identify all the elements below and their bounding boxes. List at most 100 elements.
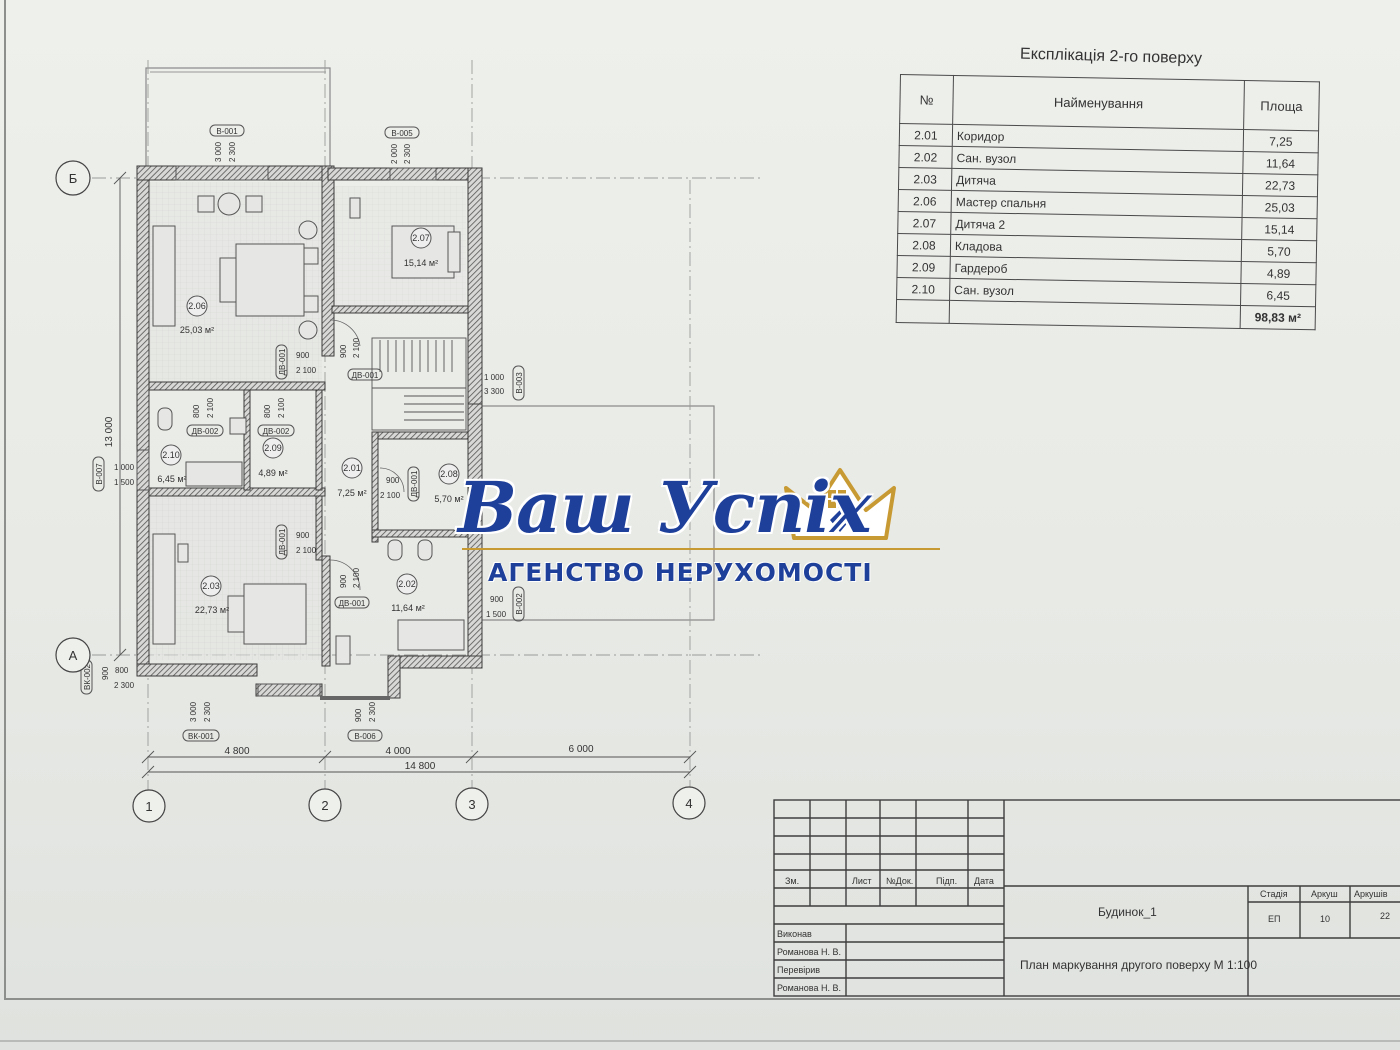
axis-b: Б (69, 171, 78, 186)
tag-db001c: ДВ-001 (278, 348, 287, 375)
room-203-area: 22,73 м² (195, 605, 229, 615)
tag-b007: В-007 (95, 463, 104, 485)
mark-800c: 800 (115, 666, 129, 675)
tb-podp: Підп. (936, 876, 957, 886)
mark-900f: 900 (490, 595, 504, 604)
tb-izm: Зм. (785, 876, 799, 886)
dim-1: 4 800 (224, 746, 249, 757)
room-202-area: 11,64 м² (391, 603, 425, 613)
row-num: 2.01 (899, 123, 953, 147)
watermark-tagline: АГЕНСТВО НЕРУХОМОСТІ (488, 558, 873, 587)
mark-2100b: 2 100 (352, 337, 361, 358)
mark-2100c: 2 100 (206, 397, 215, 418)
room-202-id: 2.02 (398, 579, 416, 589)
mark-900h: 900 (354, 708, 363, 722)
floor-plan: 2.06 25,03 м² 2.07 15,14 м² 2.10 6,45 м²… (55, 60, 760, 823)
mark-800a: 800 (192, 404, 201, 418)
tag-b002: В-002 (515, 593, 524, 615)
room-207-id: 2.07 (412, 233, 430, 243)
dim-3: 6 000 (568, 744, 593, 755)
tb-pereviryv: Перевірив (777, 965, 820, 975)
mark-3000b: 3 000 (189, 701, 198, 722)
tb-stadia: ЕП (1268, 914, 1280, 924)
tag-db001b: ДВ-001 (339, 599, 366, 608)
tb-person1: Романова Н. В. (777, 947, 841, 957)
mark-2300d: 2 300 (203, 701, 212, 722)
axis-1: 1 (145, 799, 152, 814)
furniture (152, 192, 465, 665)
room-206-id: 2.06 (188, 301, 206, 311)
axis-a: А (69, 648, 78, 663)
outer-border-bottom (0, 1040, 1400, 1042)
row-num: 2.03 (898, 167, 952, 191)
dimension-vertical (113, 171, 127, 662)
row-num: 2.06 (898, 189, 952, 213)
mark-2300a: 2 300 (228, 141, 237, 162)
dim-total: 14 800 (405, 761, 436, 772)
mark-900d: 900 (296, 531, 310, 540)
dim-height: 13 000 (104, 416, 115, 447)
tag-db002b: ДВ-002 (263, 427, 290, 436)
room-201-id: 2.01 (343, 463, 361, 473)
watermark-divider (462, 548, 940, 550)
tb-vykonav: Виконав (777, 929, 812, 939)
tb-person2: Романова Н. В. (777, 983, 841, 993)
tag-b003: В-003 (515, 372, 524, 394)
room-203-id: 2.03 (202, 581, 220, 591)
header-area: Площа (1243, 80, 1320, 131)
room-210-id: 2.10 (162, 450, 180, 460)
mark-900b: 900 (339, 344, 348, 358)
row-area: 15,14 (1241, 217, 1318, 241)
tb-arkush: 10 (1320, 914, 1330, 924)
room-207-area: 15,14 м² (404, 258, 438, 268)
total-area: 98,83 м² (1240, 305, 1316, 330)
mark-2100e: 2 100 (380, 491, 401, 500)
tag-b006: В-006 (354, 732, 376, 741)
room-208-area: 5,70 м² (434, 494, 463, 504)
tb-drawing: План маркування другого поверху М 1:100 (1020, 958, 1257, 972)
staircase (371, 337, 467, 431)
room-208-id: 2.08 (440, 469, 458, 479)
row-num: 2.07 (897, 211, 952, 235)
tag-bk002: ВК-002 (83, 663, 92, 690)
tag-b001: В-001 (216, 127, 238, 136)
mark-1500a: 1 500 (114, 478, 135, 487)
tb-arkush-label: Аркуш (1311, 889, 1338, 899)
room-206-area: 25,03 м² (180, 325, 214, 335)
mark-2300e: 2 300 (368, 701, 377, 722)
title-block: Зм. Лист №Док. Підп. Дата Виконав Романо… (773, 799, 1400, 997)
mark-900g: 900 (101, 666, 110, 680)
mark-1000b: 1 000 (114, 463, 135, 472)
crown-icon (784, 468, 896, 540)
row-area: 25,03 (1242, 195, 1318, 219)
mark-2300c: 2 300 (114, 681, 135, 690)
tb-ndoc: №Док. (886, 876, 913, 886)
mark-1500b: 1 500 (486, 610, 507, 619)
tb-project: Будинок_1 (1098, 905, 1157, 919)
tb-arkushiv-label: Аркушів (1354, 889, 1388, 899)
sheet-border-bottom (4, 998, 1400, 1000)
room-209-area: 4,89 м² (258, 468, 287, 478)
tb-stadia-label: Стадія (1260, 889, 1288, 899)
balcony (145, 67, 331, 169)
row-area: 22,73 (1242, 173, 1318, 197)
dim-2: 4 000 (385, 746, 410, 757)
axis-2: 2 (321, 798, 328, 813)
tb-arkushiv: 22 (1380, 911, 1390, 921)
mark-1000a: 1 000 (484, 373, 505, 382)
row-num: 2.09 (896, 255, 951, 279)
watermark-logo-name: Ваш Успіх (458, 466, 872, 549)
tag-db002a: ДВ-002 (192, 427, 219, 436)
tag-db001d: ДВ-001 (410, 470, 419, 497)
axis-3: 3 (468, 797, 475, 812)
row-area: 11,64 (1242, 151, 1319, 175)
sheet-border-left (4, 0, 6, 1000)
mark-3000a: 3 000 (214, 141, 223, 162)
mark-2300b: 2 300 (403, 143, 412, 164)
tag-bk001: ВК-001 (188, 732, 215, 741)
row-area: 4,89 (1240, 261, 1317, 285)
mark-3300: 3 300 (484, 387, 505, 396)
mark-2100d: 2 100 (277, 397, 286, 418)
